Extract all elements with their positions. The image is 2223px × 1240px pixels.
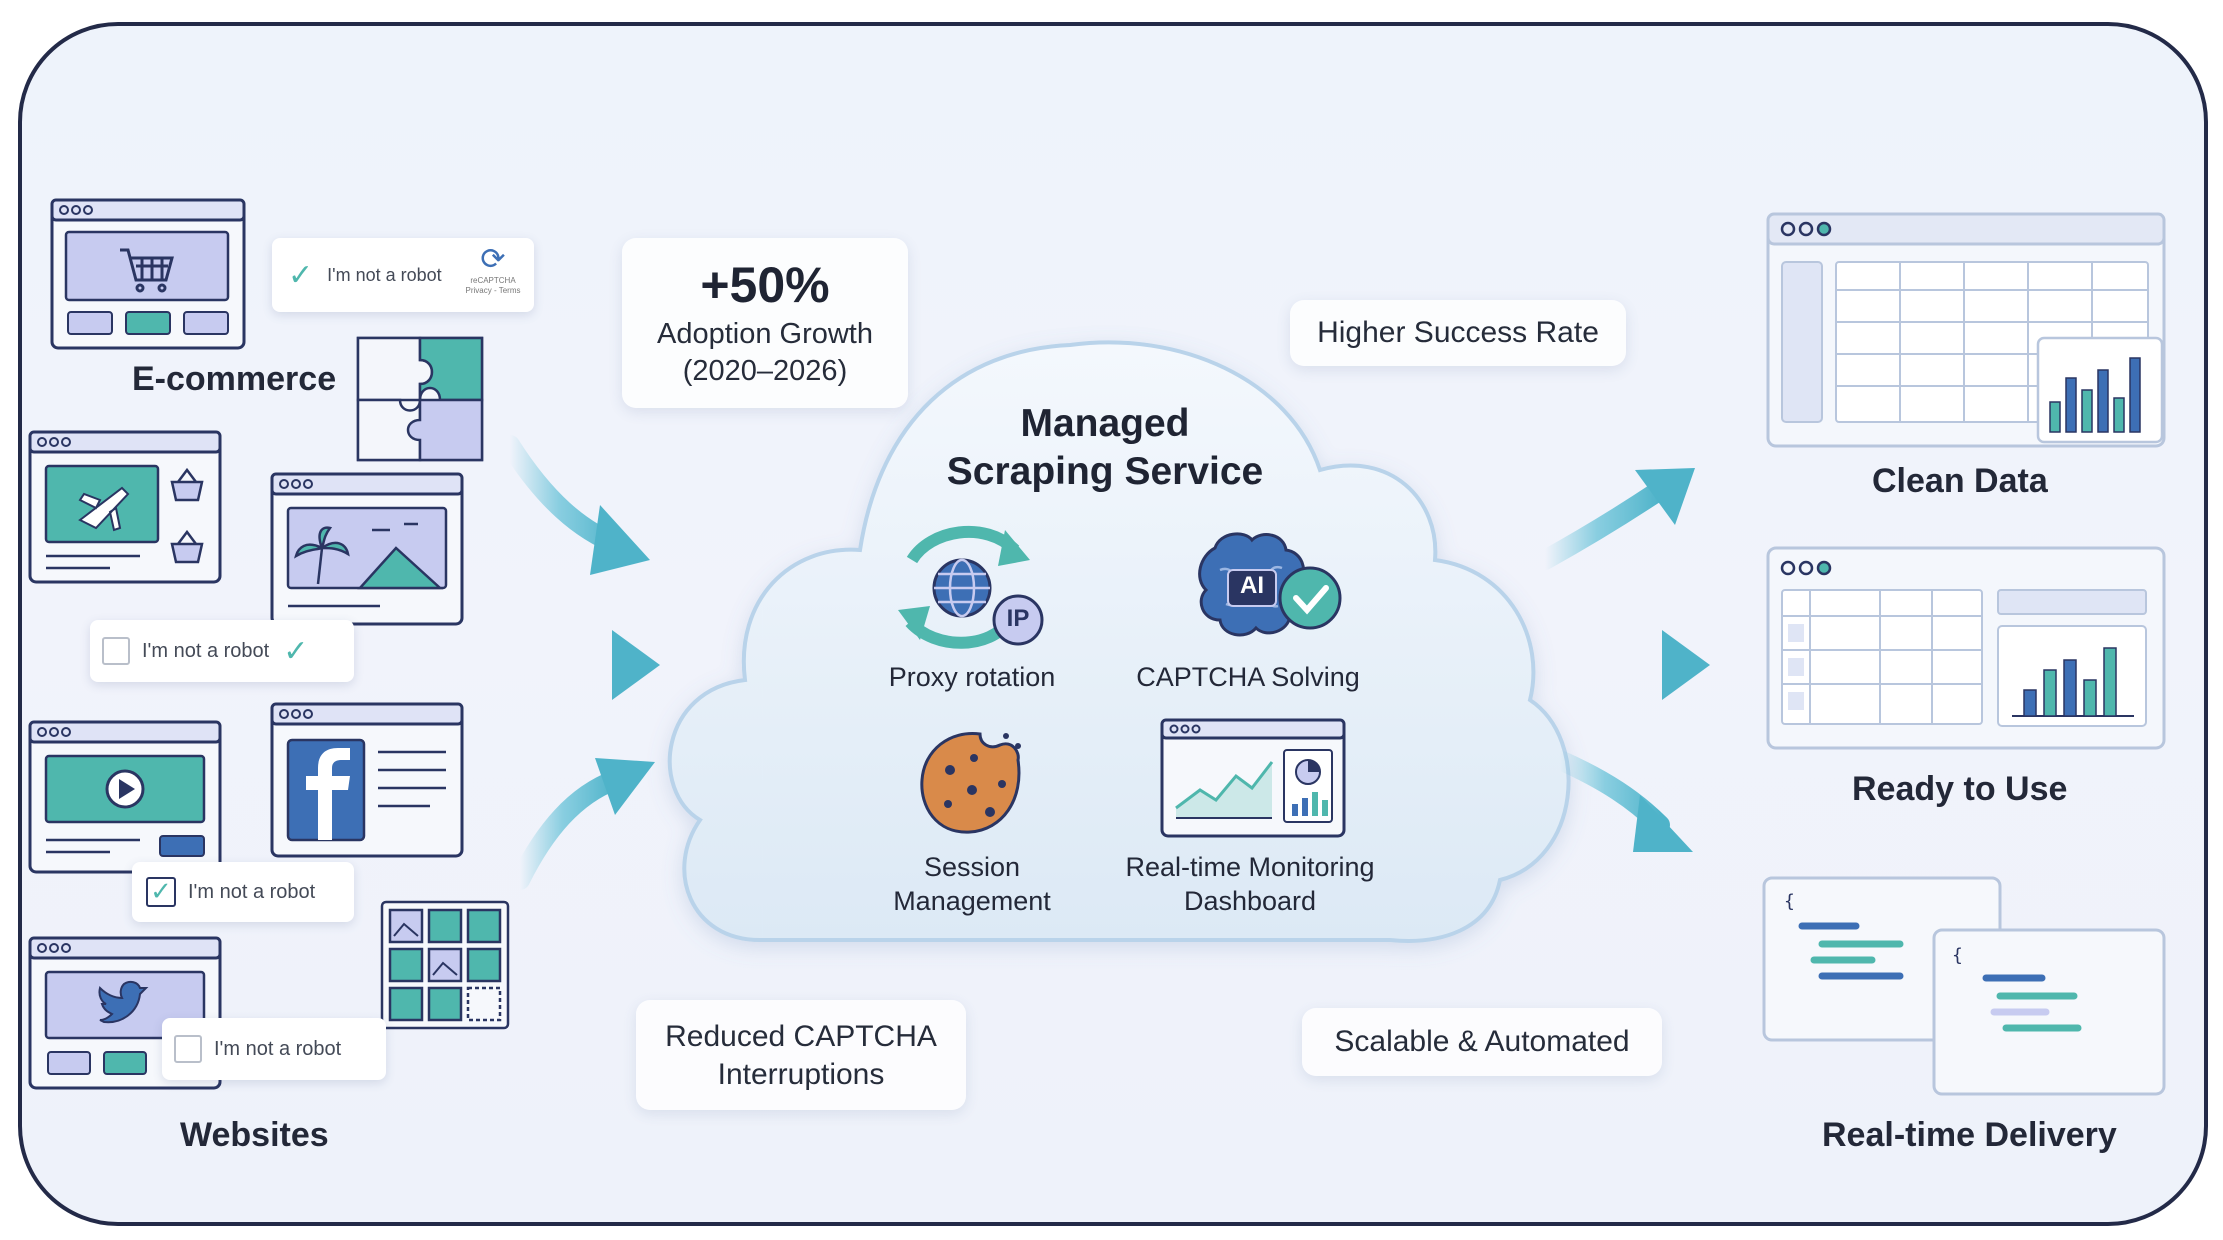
puzzle-icon: [356, 336, 484, 462]
higher-success-card: Higher Success Rate: [1290, 300, 1626, 366]
video-window: [28, 720, 222, 874]
captcha-widget-2[interactable]: ✓ I'm not a robot: [132, 862, 354, 922]
recaptcha-logo: ⟳ reCAPTCHA Privacy - Terms: [462, 244, 524, 296]
ready-to-use-table: [1766, 546, 2166, 750]
clean-data-label: Clean Data: [1872, 462, 2048, 500]
checkmark-icon: ✓: [283, 634, 309, 668]
palm-tree-icon: [294, 526, 350, 585]
landscape-window: [270, 472, 464, 626]
clean-data-table: [1766, 212, 2166, 448]
ecommerce-label: E-commerce: [132, 360, 337, 398]
realtime-delivery-label: Real-time Delivery: [1822, 1116, 2117, 1154]
inbound-arrow-bottom: [510, 758, 655, 890]
basket-icon: [170, 467, 204, 564]
websites-label: Websites: [180, 1116, 329, 1154]
code-braces-2: {: [1952, 945, 1963, 966]
growth-period: (2020–2026): [682, 355, 848, 387]
check-circle-icon: [1278, 566, 1342, 630]
checkbox-checked-icon[interactable]: ✓: [146, 877, 176, 907]
recaptcha-arrow-icon: ⟳: [480, 243, 506, 276]
captcha-widget-recaptcha[interactable]: ✓ I'm not a robot ⟳ reCAPTCHA Privacy - …: [272, 238, 534, 312]
captcha-widget-3[interactable]: I'm not a robot: [162, 1018, 386, 1080]
captcha-text: I'm not a robot: [327, 264, 442, 285]
reduced-captcha-card: Reduced CAPTCHA Interruptions: [636, 1000, 966, 1110]
adoption-growth-card: +50% Adoption Growth (2020–2026): [622, 238, 908, 408]
shopping-cart-icon: [120, 248, 174, 293]
ecommerce-window: [50, 198, 246, 350]
image-grid-captcha: [380, 900, 510, 1030]
growth-label: Adoption Growth: [656, 318, 873, 350]
captcha-text: I'm not a robot: [142, 639, 270, 662]
code-braces: {: [1784, 891, 1795, 912]
ip-badge-icon: [992, 594, 1044, 646]
play-icon: [105, 769, 145, 809]
twitter-bird-icon: [98, 980, 149, 1024]
ai-badge-text: AI: [1240, 572, 1264, 599]
checkmark-icon: ✓: [288, 258, 314, 292]
captcha-text: I'm not a robot: [214, 1037, 342, 1060]
ready-to-use-label: Ready to Use: [1852, 770, 2068, 808]
monitoring-dashboard-icon: [1160, 718, 1346, 838]
captcha-checkbox[interactable]: [174, 1035, 202, 1063]
cookie-icon: [920, 732, 1021, 834]
captcha-checkbox[interactable]: [102, 637, 130, 665]
facebook-window: [270, 702, 464, 858]
proxy-rotation-icon: [898, 525, 1044, 649]
airplane-icon: [78, 486, 130, 532]
service-title: Managed Scraping Service: [946, 402, 1264, 493]
scalable-card: Scalable & Automated: [1302, 1008, 1662, 1076]
growth-value: +50%: [700, 257, 830, 313]
session-management-label: Session Management: [893, 852, 1051, 916]
facebook-icon: [286, 738, 366, 842]
outbound-arrow-bottom: [1550, 750, 1693, 852]
outbound-arrow-top: [1535, 468, 1695, 570]
captcha-text: I'm not a robot: [188, 880, 316, 903]
outbound-arrow-middle: [1560, 630, 1710, 700]
ai-brain-icon: [1198, 532, 1308, 637]
realtime-delivery-code: [1762, 876, 2166, 1096]
captcha-solving-label: CAPTCHA Solving: [1136, 662, 1360, 692]
inbound-arrow-top: [500, 435, 650, 575]
travel-window: [28, 430, 222, 584]
ip-badge-text: IP: [1006, 605, 1030, 632]
proxy-rotation-label: Proxy rotation: [888, 662, 1056, 692]
captcha-widget-1[interactable]: I'm not a robot ✓: [90, 620, 354, 682]
inbound-arrow-middle: [505, 630, 660, 700]
monitoring-dashboard-label: Real-time Monitoring Dashboard: [1125, 852, 1375, 916]
